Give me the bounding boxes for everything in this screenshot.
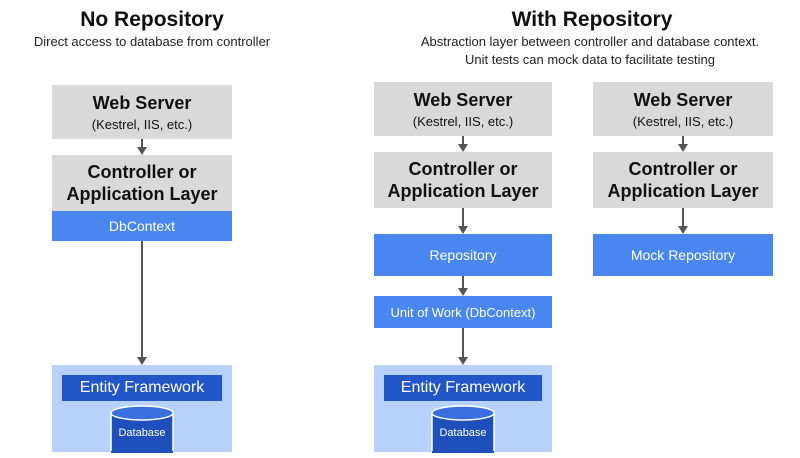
- right-database-icon: Database: [428, 403, 498, 453]
- right-controller-line2: Application Layer: [387, 181, 539, 201]
- left-dbcontext-box: DbContext: [52, 211, 232, 241]
- left-arrow-2-line: [141, 241, 143, 357]
- right-web-server-box: Web Server (Kestrel, IIS, etc.): [374, 82, 552, 136]
- right-repository-box: Repository: [374, 234, 552, 276]
- right-arrow-3-head: [458, 288, 468, 296]
- left-subtitle: Direct access to database from controlle…: [33, 34, 271, 49]
- left-title: No Repository: [80, 8, 224, 31]
- left-controller-box: Controller or Application Layer: [52, 155, 232, 211]
- test-web-server-sub: (Kestrel, IIS, etc.): [632, 114, 734, 129]
- left-database-icon: Database: [107, 403, 177, 453]
- left-controller-line2: Application Layer: [66, 184, 218, 204]
- right-arrow-1-line: [462, 136, 464, 144]
- right-title: With Repository: [511, 8, 673, 31]
- right-subtitle-line1: Abstraction layer between controller and…: [420, 34, 760, 49]
- left-arrow-2-head: [137, 357, 147, 365]
- right-web-server-sub: (Kestrel, IIS, etc.): [412, 114, 514, 129]
- right-arrow-2-line: [462, 208, 464, 226]
- left-arrow-1-line: [141, 139, 143, 147]
- test-mock-repository-box: Mock Repository: [593, 234, 773, 276]
- left-web-server-sub: (Kestrel, IIS, etc.): [91, 117, 193, 132]
- right-database-label: Database: [439, 427, 487, 439]
- test-web-server-label: Web Server: [633, 90, 733, 110]
- right-subtitle-line2: Unit tests can mock data to facilitate t…: [464, 52, 715, 67]
- right-web-server-label: Web Server: [413, 90, 513, 110]
- right-unit-of-work-box: Unit of Work (DbContext): [374, 296, 552, 328]
- test-controller-line2: Application Layer: [607, 181, 759, 201]
- left-web-server-box: Web Server (Kestrel, IIS, etc.): [52, 85, 232, 139]
- left-controller-line1: Controller or: [87, 162, 197, 182]
- test-web-server-box: Web Server (Kestrel, IIS, etc.): [593, 82, 773, 136]
- right-arrow-4-head: [458, 357, 468, 365]
- test-arrow-1-line: [682, 136, 684, 144]
- test-arrow-2-line: [682, 208, 684, 226]
- test-controller-line1: Controller or: [628, 159, 738, 179]
- test-arrow-2-head: [678, 226, 688, 234]
- left-entity-framework-label: Entity Framework: [62, 375, 222, 401]
- right-arrow-4-line: [462, 328, 464, 357]
- right-arrow-2-head: [458, 226, 468, 234]
- right-controller-line1: Controller or: [408, 159, 518, 179]
- right-controller-box: Controller or Application Layer: [374, 152, 552, 208]
- right-arrow-3-line: [462, 276, 464, 288]
- right-entity-framework-area: Entity Framework Database: [374, 365, 552, 453]
- test-arrow-1-head: [678, 144, 688, 152]
- left-entity-framework-area: Entity Framework Database: [52, 365, 232, 453]
- left-database-label: Database: [118, 427, 166, 439]
- left-arrow-1-head: [137, 147, 147, 155]
- right-arrow-1-head: [458, 144, 468, 152]
- test-controller-box: Controller or Application Layer: [593, 152, 773, 208]
- right-entity-framework-label: Entity Framework: [384, 375, 542, 401]
- left-web-server-label: Web Server: [92, 93, 192, 113]
